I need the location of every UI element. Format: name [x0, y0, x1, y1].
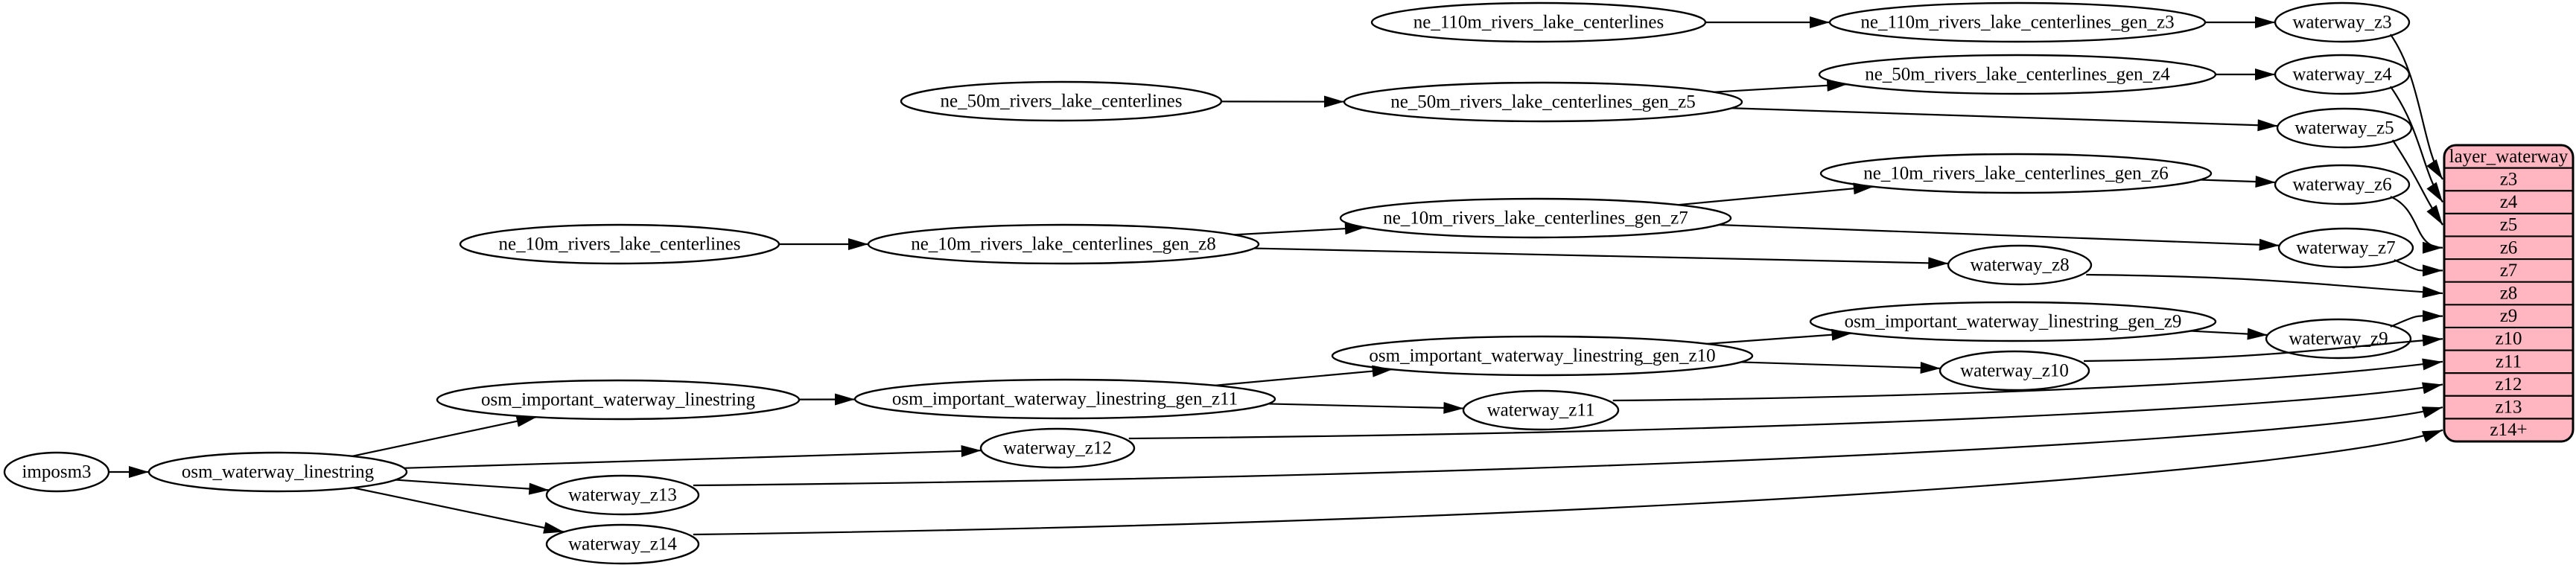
node-label-osm_important_waterway_linestring: osm_important_waterway_linestring — [481, 390, 755, 410]
edge-osm_waterway_linestring-to-waterway_z12 — [404, 444, 982, 469]
edge-waterway_z12-to-layer_waterway-z12 — [1128, 382, 2443, 440]
edge-waterway_z7-to-layer_waterway-z7 — [2394, 259, 2443, 277]
edge-waterway_z14-to-layer_waterway-z14+ — [693, 429, 2443, 536]
edge-waterway_z13-to-layer_waterway-z13 — [693, 406, 2443, 487]
node-label-ne_50m_rivers_lake_centerlines_gen_z4: ne_50m_rivers_lake_centerlines_gen_z4 — [1865, 65, 2170, 85]
node-waterway_z14 — [545, 523, 700, 565]
node-label-ne_50m_rivers_lake_centerlines_gen_z5: ne_50m_rivers_lake_centerlines_gen_z5 — [1390, 92, 1696, 112]
record-field-z11: z11 — [2496, 351, 2522, 371]
edge-waterway_z6-to-layer_waterway-z6 — [2390, 196, 2443, 254]
edge-ne_50m_rivers_lake_centerlines_gen_z5-to-ne_50m_rivers_lake_centerlines_gen_z4 — [1714, 79, 1848, 93]
record-field-z10: z10 — [2495, 329, 2522, 349]
node-label-ne_110m_rivers_lake_centerlines: ne_110m_rivers_lake_centerlines — [1413, 13, 1664, 33]
edge-ne_10m_rivers_lake_centerlines_gen_z6-to-waterway_z6 — [2200, 176, 2276, 188]
edge-osm_important_waterway_linestring_gen_z9-to-waterway_z9 — [2190, 328, 2268, 340]
node-waterway_z13 — [545, 474, 700, 516]
edge-waterway_z3-to-layer_waterway-z3 — [2389, 33, 2443, 180]
node-label-ne_10m_rivers_lake_centerlines: ne_10m_rivers_lake_centerlines — [499, 234, 741, 255]
node-label-waterway_z3: waterway_z3 — [2292, 13, 2391, 33]
node-label-ne_110m_rivers_lake_centerlines_gen_z3: ne_110m_rivers_lake_centerlines_gen_z3 — [1860, 13, 2174, 33]
node-label-ne_50m_rivers_lake_centerlines: ne_50m_rivers_lake_centerlines — [941, 92, 1183, 112]
record-node-layer_waterway — [2443, 144, 2575, 443]
edge-ne_10m_rivers_lake_centerlines_gen_z8-to-waterway_z8 — [1253, 247, 1949, 269]
edge-ne_10m_rivers_lake_centerlines_gen_z7-to-waterway_z7 — [1718, 223, 2280, 251]
node-label-waterway_z11: waterway_z11 — [1487, 401, 1595, 421]
node-label-imposm3: imposm3 — [22, 462, 91, 482]
record-field-z7: z7 — [2500, 261, 2518, 281]
record-field-z6: z6 — [2500, 237, 2518, 258]
record-title: layer_waterway — [2449, 147, 2569, 167]
node-label-ne_10m_rivers_lake_centerlines_gen_z8: ne_10m_rivers_lake_centerlines_gen_z8 — [911, 234, 1216, 255]
node-label-waterway_z7: waterway_z7 — [2296, 238, 2395, 258]
node-label-waterway_z12: waterway_z12 — [1003, 438, 1112, 459]
edge-osm_important_waterway_linestring_gen_z11-to-waterway_z11 — [1268, 401, 1464, 414]
record-field-z13: z13 — [2495, 398, 2522, 418]
node-ne_10m_rivers_lake_centerlines_gen_z7 — [1339, 197, 1732, 239]
node-label-ne_10m_rivers_lake_centerlines_gen_z7: ne_10m_rivers_lake_centerlines_gen_z7 — [1383, 208, 1688, 229]
edge-waterway_z5-to-layer_waterway-z5 — [2391, 139, 2443, 226]
node-osm_important_waterway_linestring_gen_z10 — [1331, 335, 1754, 377]
edge-osm_waterway_linestring-to-waterway_z13 — [395, 479, 550, 495]
edge-waterway_z4-to-layer_waterway-z4 — [2389, 86, 2443, 203]
edge-waterway_z11-to-layer_waterway-z11 — [1612, 358, 2443, 402]
record-field-z8: z8 — [2500, 284, 2518, 304]
node-label-osm_waterway_linestring: osm_waterway_linestring — [182, 462, 375, 482]
edge-osm_waterway_linestring-to-waterway_z14 — [352, 487, 565, 534]
record-field-z4: z4 — [2500, 192, 2518, 212]
record-field-z12: z12 — [2495, 374, 2522, 395]
node-label-osm_important_waterway_linestring_gen_z9: osm_important_waterway_linestring_gen_z9 — [1845, 312, 2182, 332]
node-label-waterway_z13: waterway_z13 — [568, 485, 677, 505]
node-label-waterway_z14: waterway_z14 — [568, 535, 677, 555]
record-field-z9: z9 — [2500, 306, 2518, 326]
node-label-waterway_z5: waterway_z5 — [2294, 118, 2394, 138]
edge-osm_important_waterway_linestring_gen_z10-to-osm_important_waterway_linestring_gen_z9 — [1707, 328, 1852, 345]
edge-ne_50m_rivers_lake_centerlines_gen_z5-to-waterway_z5 — [1731, 107, 2278, 132]
node-label-osm_important_waterway_linestring_gen_z10: osm_important_waterway_linestring_gen_z1… — [1369, 346, 1715, 366]
edge-osm_waterway_linestring-to-osm_important_waterway_linestring — [352, 415, 537, 457]
edge-osm_important_waterway_linestring_gen_z11-to-osm_important_waterway_linestring_gen_z10 — [1215, 365, 1393, 386]
edge-ne_10m_rivers_lake_centerlines_gen_z8-to-ne_10m_rivers_lake_centerlines_gen_z7 — [1233, 223, 1366, 236]
record-field-z5: z5 — [2500, 215, 2518, 235]
node-ne_10m_rivers_lake_centerlines_gen_z6 — [1819, 153, 2213, 194]
node-label-osm_important_waterway_linestring_gen_z11: osm_important_waterway_linestring_gen_z1… — [892, 389, 1238, 409]
node-label-waterway_z6: waterway_z6 — [2292, 175, 2391, 195]
node-label-ne_10m_rivers_lake_centerlines_gen_z6: ne_10m_rivers_lake_centerlines_gen_z6 — [1863, 164, 2169, 184]
edge-waterway_z10-to-layer_waterway-z10 — [2083, 334, 2443, 363]
edge-waterway_z9-to-layer_waterway-z9 — [2390, 310, 2443, 328]
edge-waterway_z8-to-layer_waterway-z8 — [2086, 273, 2443, 299]
edge-ne_10m_rivers_lake_centerlines_gen_z7-to-ne_10m_rivers_lake_centerlines_gen_z6 — [1678, 182, 1874, 206]
edge-osm_important_waterway_linestring_gen_z10-to-waterway_z10 — [1740, 361, 1941, 374]
node-label-waterway_z10: waterway_z10 — [1960, 361, 2069, 381]
record-field-z3: z3 — [2500, 169, 2518, 189]
record-field-z14+: z14+ — [2490, 420, 2527, 440]
node-label-waterway_z8: waterway_z8 — [1970, 255, 2069, 275]
node-osm_important_waterway_linestring_gen_z9 — [1809, 301, 2217, 342]
node-label-waterway_z4: waterway_z4 — [2292, 65, 2392, 85]
